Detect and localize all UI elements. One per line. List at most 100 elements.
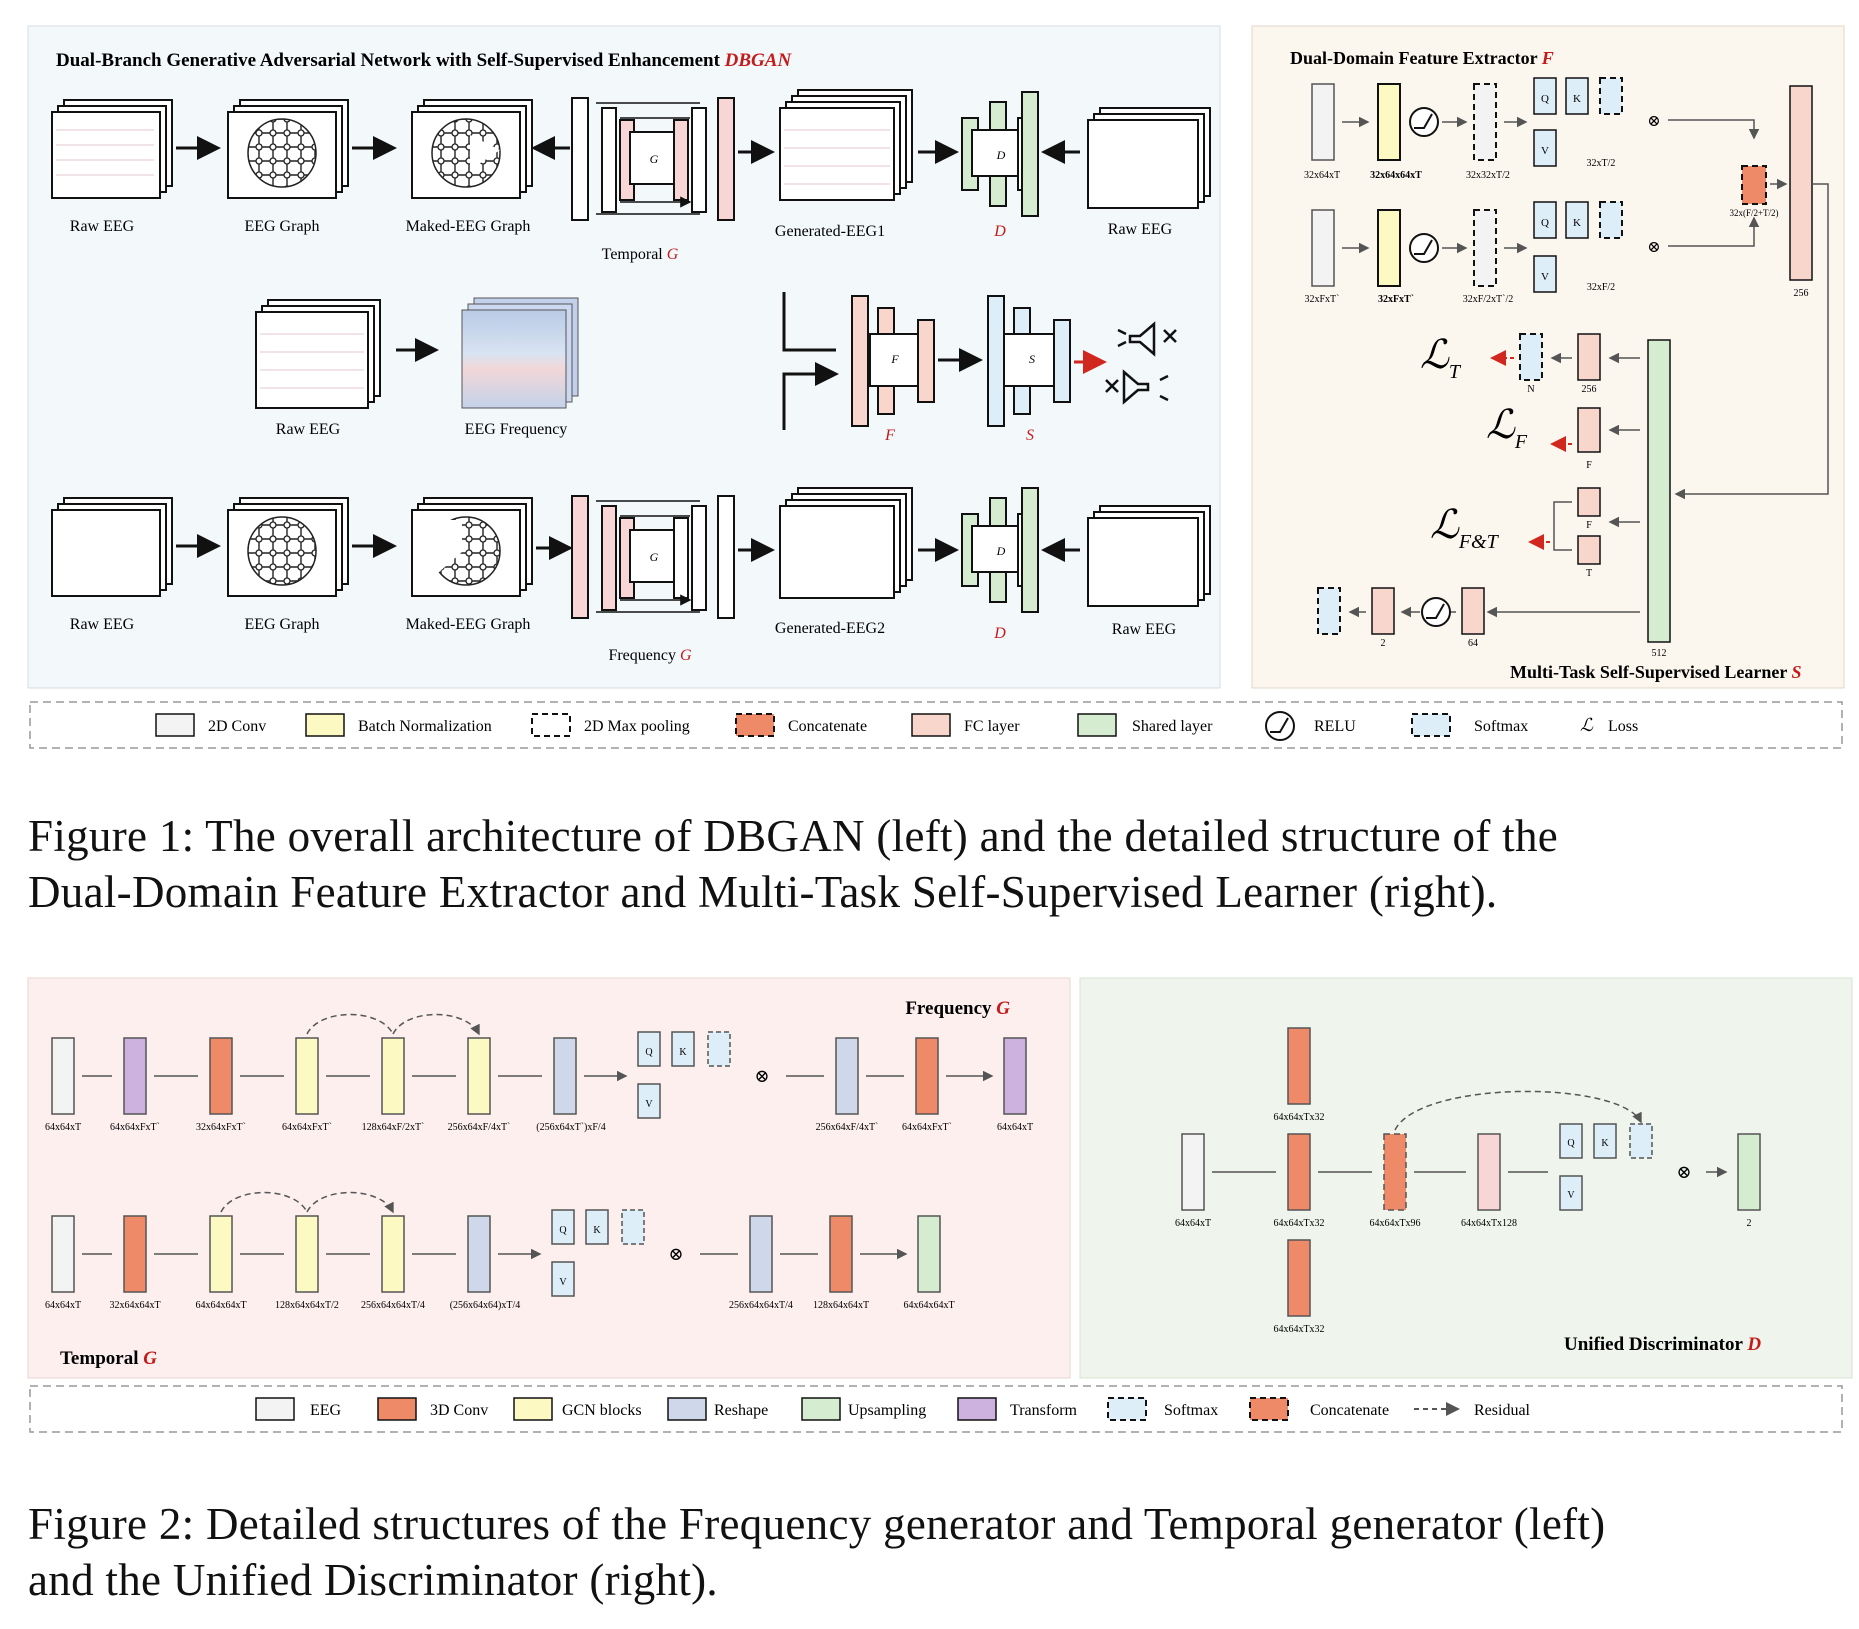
svg-text:V: V [1567, 1190, 1575, 1201]
ext-dim: 32xFxT` [1378, 294, 1414, 305]
svg-text:Shared layer: Shared layer [1132, 718, 1213, 735]
svg-text:V: V [1541, 145, 1549, 157]
ext-dim: 32x32xT/2 [1466, 170, 1510, 181]
svg-text:K: K [1573, 93, 1581, 105]
learner-title: Multi-Task Self-Supervised Learner S [1510, 662, 1802, 682]
svg-text:64x64xT: 64x64xT [997, 1122, 1033, 1133]
bot-raw-eeg-label: Raw EEG [70, 616, 135, 633]
figure-1: Dual-Branch Generative Adversarial Netwo… [27, 25, 1845, 749]
svg-text:Q: Q [559, 1225, 567, 1236]
top-d-label: D [993, 223, 1006, 240]
ext-dim: 256 [1794, 288, 1809, 299]
svg-text:Loss: Loss [1608, 718, 1638, 735]
fc-256-block [1789, 85, 1813, 281]
mid-output-icons [1105, 321, 1177, 405]
extractor-title: Dual-Domain Feature Extractor F [1290, 48, 1554, 68]
gen-multiply-icon: ⊗ [754, 1066, 769, 1086]
svg-text:3D Conv: 3D Conv [430, 1402, 488, 1419]
frequency-dims: 64x64xT 64x64xFxT` 32x64xFxT` 64x64xFxT`… [45, 1122, 1033, 1133]
svg-text:(256x64x64)xT/4: (256x64x64)xT/4 [450, 1300, 521, 1311]
bot-raw-eeg-right [1087, 505, 1211, 607]
bot-raw-eeg [51, 497, 173, 597]
svg-text:64x64x64xT: 64x64x64xT [195, 1300, 246, 1311]
mid-learner: S [987, 295, 1071, 427]
svg-text:ℒ: ℒ [1580, 715, 1594, 735]
figure-2: Frequency G Q K V ⊗ 64x64xT 64x64xFxT` 3… [27, 977, 1853, 1433]
svg-text:256x64xF/4xT`: 256x64xF/4xT` [816, 1122, 879, 1133]
ext-dim: 32xF/2xT`/2 [1463, 294, 1514, 305]
figure2-legend-items: EEG 3D Conv GCN blocks Reshape Upsamplin… [255, 1397, 1531, 1421]
svg-text:Upsampling: Upsampling [848, 1402, 926, 1419]
svg-text:64x64xTx32: 64x64xTx32 [1273, 1324, 1324, 1335]
svg-text:K: K [1573, 217, 1581, 229]
svg-text:F: F [1586, 460, 1592, 471]
bot-discriminator: D [961, 487, 1039, 613]
svg-text:T: T [1586, 568, 1592, 579]
top-raw-eeg [51, 99, 173, 199]
top-temporal-generator: G [571, 97, 735, 221]
svg-text:2D Conv: 2D Conv [208, 718, 266, 735]
figure-2-caption: Figure 2: Detailed structures of the Fre… [28, 1499, 1606, 1605]
mid-f-label: F [884, 427, 895, 444]
svg-text:Transform: Transform [1010, 1402, 1078, 1419]
svg-text:V: V [559, 1277, 567, 1288]
svg-text:Reshape: Reshape [714, 1402, 768, 1419]
relu-icon [1421, 597, 1451, 627]
discriminator-dims: 64x64xT 64x64xTx32 64x64xTx32 64x64xTx32… [1175, 1112, 1752, 1335]
svg-text:G: G [650, 152, 659, 166]
svg-text:256x64x64xT/4: 256x64x64xT/4 [361, 1300, 425, 1311]
ext-dim: 32x64xT [1304, 170, 1340, 181]
ext-dim: 32x(F/2+T/2) [1729, 208, 1778, 218]
mid-s-label: S [1026, 427, 1034, 444]
ext-dim: 32xF/2 [1587, 282, 1615, 293]
svg-text:V: V [1541, 271, 1549, 283]
svg-text:2: 2 [1747, 1218, 1752, 1229]
svg-text:K: K [1601, 1138, 1609, 1149]
temporal-dims: 64x64xT 32x64x64xT 64x64x64xT 128x64x64x… [45, 1300, 955, 1311]
bot-d-label: D [993, 625, 1006, 642]
frequency-g-title: Frequency G [905, 998, 1010, 1019]
svg-text:GCN blocks: GCN blocks [562, 1402, 642, 1419]
bot-raw-right-label: Raw EEG [1112, 621, 1177, 638]
disc-title: Unified Discriminator D [1564, 1334, 1761, 1355]
ext-dim: 32xT/2 [1587, 158, 1616, 169]
svg-text:Batch Normalization: Batch Normalization [358, 718, 492, 735]
figure1-legend-items: 2D Conv Batch Normalization 2D Max pooli… [155, 711, 1638, 741]
disc-multiply-icon: ⊗ [1676, 1162, 1691, 1182]
svg-text:EEG: EEG [310, 1402, 342, 1419]
svg-text:64x64xFxT`: 64x64xFxT` [282, 1122, 332, 1133]
svg-text:D: D [996, 544, 1006, 558]
svg-text:64x64xTx32: 64x64xTx32 [1273, 1218, 1324, 1229]
svg-text:64x64xTx32: 64x64xTx32 [1273, 1112, 1324, 1123]
svg-text:Softmax: Softmax [1474, 718, 1528, 735]
svg-text:64x64xFxT`: 64x64xFxT` [110, 1122, 160, 1133]
svg-text:Q: Q [1541, 217, 1549, 229]
svg-text:64x64xFxT`: 64x64xFxT` [902, 1122, 952, 1133]
svg-text:128x64xF/2xT`: 128x64xF/2xT` [362, 1122, 425, 1133]
shared-layer-block [1647, 339, 1671, 643]
svg-text:32x64x64xT: 32x64x64xT [109, 1300, 160, 1311]
top-eeg-graph [227, 99, 349, 199]
temporal-generator-row [51, 1209, 941, 1297]
top-raw-eeg-label: Raw EEG [70, 218, 135, 235]
svg-text:Residual: Residual [1474, 1402, 1531, 1419]
svg-text:2: 2 [1381, 638, 1386, 649]
svg-text:K: K [679, 1047, 687, 1058]
svg-text:FC layer: FC layer [964, 718, 1020, 735]
top-generated-label: Generated-EEG1 [775, 223, 885, 240]
bot-generated-eeg2 [779, 487, 913, 599]
top-raw-eeg-right [1087, 107, 1211, 209]
svg-text:64x64xT: 64x64xT [45, 1300, 81, 1311]
bot-eeg-graph [227, 497, 349, 597]
svg-text:Softmax: Softmax [1164, 1402, 1218, 1419]
concat-block [1741, 165, 1767, 205]
top-generator-label: Temporal G [602, 246, 679, 263]
svg-text:S: S [1029, 352, 1035, 366]
frequency-generator-row [51, 1031, 1027, 1119]
mid-eeg-frequency [461, 297, 579, 409]
gen-multiply-icon: ⊗ [668, 1244, 683, 1264]
figure-1-caption: Figure 1: The overall architecture of DB… [28, 811, 1559, 917]
ext-dim: 32x64x64xT [1370, 170, 1422, 181]
discriminator-blocks [1181, 1027, 1761, 1317]
mid-raw-eeg [255, 299, 381, 409]
